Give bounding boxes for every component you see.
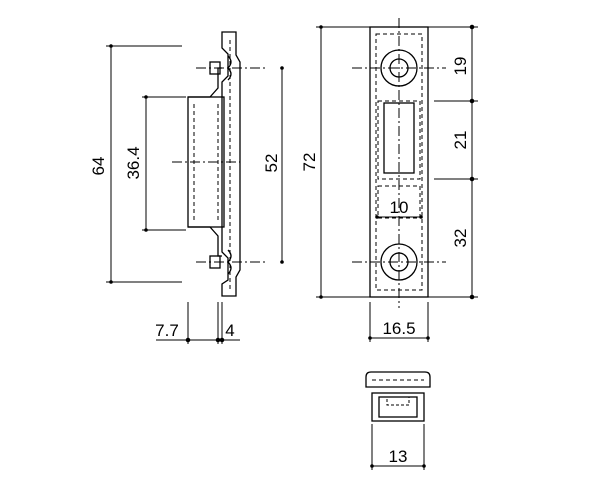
bottom-view bbox=[365, 371, 431, 422]
dim-front-width: 16.5 bbox=[382, 319, 415, 338]
dim-side-spacing-inner: 36.4 bbox=[124, 146, 143, 179]
front-view-centerlines bbox=[352, 18, 446, 308]
side-view-centerlines bbox=[172, 67, 268, 263]
dim-front-segment-middle: 21 bbox=[451, 131, 470, 150]
side-view bbox=[187, 31, 241, 297]
dim-front-segment-top: 19 bbox=[451, 57, 470, 76]
side-view-dimensions bbox=[106, 44, 284, 344]
dim-side-height-overall: 64 bbox=[89, 157, 108, 176]
dim-front-slot-width: 10 bbox=[390, 198, 409, 217]
dim-bottom-width: 13 bbox=[389, 447, 408, 466]
dim-side-depth-base: 7.7 bbox=[155, 321, 179, 340]
front-view-dimensions bbox=[316, 24, 478, 342]
dim-side-spacing-holes: 52 bbox=[262, 154, 281, 173]
dim-side-depth-plate: 4 bbox=[225, 321, 234, 340]
dim-front-height-overall: 72 bbox=[300, 153, 319, 172]
bottom-view-dimensions bbox=[370, 424, 426, 470]
dim-front-segment-bottom: 32 bbox=[451, 229, 470, 248]
